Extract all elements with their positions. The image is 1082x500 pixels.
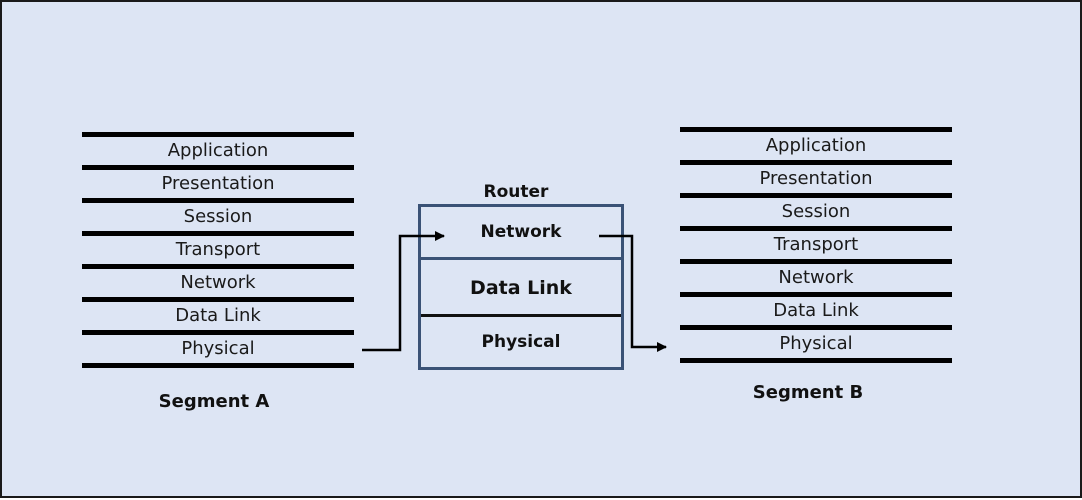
router-network-highlight [418, 204, 624, 260]
router-layer-physical: Physical [481, 332, 561, 352]
segment-a-layer-data-link: Data Link [82, 302, 354, 335]
router-divider [421, 314, 621, 317]
segment-b-layer-network: Network [680, 264, 952, 297]
segment-b-layer-presentation: Presentation [680, 165, 952, 198]
segment-a-layer-application: Application [82, 137, 354, 170]
segment-a-layer-transport: Transport [82, 236, 354, 269]
segment-b-layer-data-link: Data Link [680, 297, 952, 330]
segment-a-layer-physical: Physical [181, 338, 255, 359]
segment-b-label: Segment B [752, 382, 864, 403]
segment-b-layer-physical: Physical [779, 333, 853, 354]
segment-a-layer-network: Network [82, 269, 354, 302]
segment-a-stack: Application Presentation Session Transpo… [82, 132, 354, 368]
segment-a-layer-presentation: Presentation [82, 170, 354, 203]
segment-b-stack: Application Presentation Session Transpo… [680, 127, 952, 363]
segment-b-layer-transport: Transport [680, 231, 952, 264]
router-box: Network Data Link Physical [418, 204, 624, 370]
segment-a-layer-session: Session [82, 203, 354, 236]
router-layer-data-link: Data Link [470, 277, 572, 299]
router-title: Router [483, 182, 549, 202]
segment-a-label: Segment A [158, 391, 270, 412]
segment-b-layer-application: Application [680, 132, 952, 165]
segment-b-layer-session: Session [680, 198, 952, 231]
router-layer-network: Network [480, 222, 562, 242]
